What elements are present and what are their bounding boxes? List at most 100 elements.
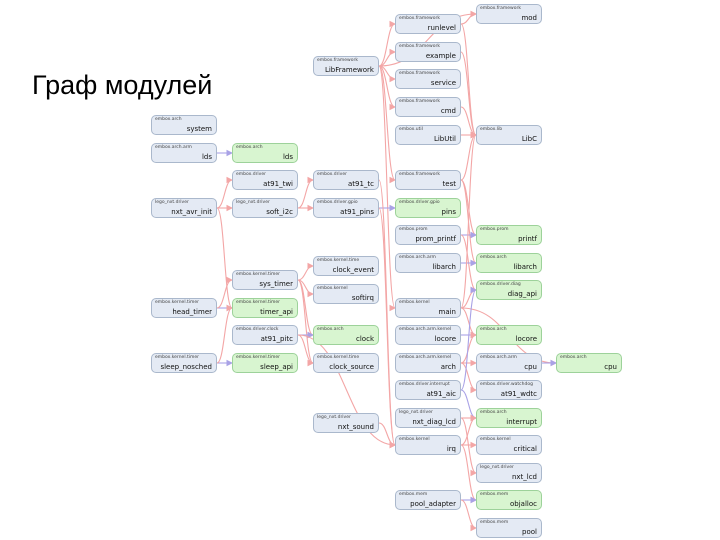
module-package: embox.arch (560, 355, 587, 360)
edge-sleep_nosched-timer_api (216, 304, 234, 364)
edge-runlevel-mod (460, 10, 478, 25)
module-name: critical (513, 445, 537, 453)
module-package: embox.kernel.timer (236, 300, 281, 305)
module-package: embox.framework (480, 6, 521, 11)
module-package: lego_nxt.driver (480, 465, 514, 470)
module-package: embox.kernel.timer (155, 355, 200, 360)
module-name: cpu (604, 363, 617, 371)
module-name: example (425, 52, 456, 60)
edge-sys_timer-clock_event (297, 262, 315, 281)
module-name: prom_printf (415, 235, 456, 243)
module-name: at91_tc (347, 180, 374, 188)
module-node-cpu[interactable]: embox.arch cpu (556, 353, 622, 373)
module-name: lds (282, 153, 293, 161)
edge-irq-objalloc (460, 444, 478, 504)
module-node-pool[interactable]: embox.mem pool (476, 518, 542, 538)
module-package: embox.driver (317, 172, 347, 177)
module-package: embox.framework (399, 71, 440, 76)
module-package: embox.arch.arm (480, 355, 517, 360)
module-package: embox.arch (480, 255, 507, 260)
module-package: embox.prom (480, 227, 509, 232)
module-node-example[interactable]: embox.framework example (395, 42, 461, 62)
module-package: lego_nxt.driver (236, 200, 270, 205)
module-node-cpu_arm[interactable]: embox.arch.arm cpu (476, 353, 542, 373)
module-package: embox.kernel.time (317, 355, 360, 360)
module-name: objalloc (510, 500, 537, 508)
edge-LibFramework-main (378, 65, 397, 312)
edge-main-locore (460, 307, 478, 339)
module-package: embox.driver.gpio (399, 200, 440, 205)
module-package: embox.mem (480, 520, 509, 525)
module-node-sleep_nosched[interactable]: embox.kernel.timer sleep_nosched (151, 353, 217, 373)
module-node-clock_source[interactable]: embox.kernel.time clock_source (313, 353, 379, 373)
module-name: nxt_diag_lcd (412, 418, 456, 426)
module-name: sleep_nosched (160, 363, 212, 371)
module-package: embox.framework (399, 44, 440, 49)
module-name: softirq (351, 294, 374, 302)
module-name: LibFramework (324, 66, 374, 74)
edge-head_timer-sys_timer (216, 276, 234, 309)
module-name: clock_event (332, 266, 374, 274)
module-name: pins (441, 208, 456, 216)
edge-runlevel-LibC (460, 23, 478, 139)
module-package: embox.framework (399, 16, 440, 21)
module-name: cpu (524, 363, 537, 371)
module-name: pool (522, 528, 537, 536)
edge-arch-locore (460, 331, 478, 364)
module-name: nxt_sound (337, 423, 374, 431)
module-package: embox.util (399, 127, 423, 132)
module-name: clock_source (329, 363, 374, 371)
module-package: embox.driver (236, 172, 266, 177)
module-name: lds (201, 153, 212, 161)
module-name: locore (515, 335, 537, 343)
module-name: sys_timer (259, 280, 293, 288)
module-package: embox.driver.gpio (317, 200, 358, 205)
edge-irq-interrupt (460, 414, 478, 446)
module-package: embox.framework (317, 58, 358, 63)
